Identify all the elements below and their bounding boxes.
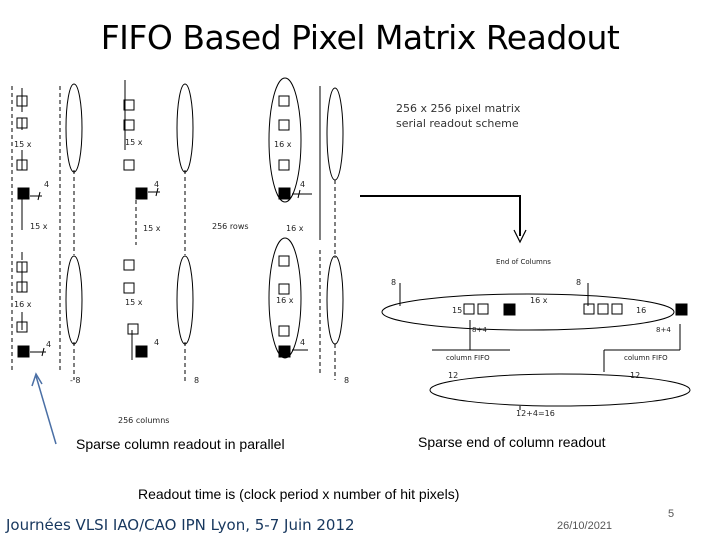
label-8-b: 8: [194, 376, 200, 385]
blue-pointer-arrow: [31, 372, 57, 445]
label-256-columns: 256 columns: [118, 416, 170, 425]
footer-date: 26/10/2021: [557, 520, 613, 532]
eoc-label-84-left: 8+4: [472, 326, 487, 334]
label-15x-e: 15 x: [125, 298, 143, 307]
column-fifo-right: column FIFO: [624, 354, 668, 362]
bus-label-12-left: 12: [448, 371, 459, 380]
scheme-title-line1: 256 x 256 pixel matrix: [396, 102, 521, 115]
bus-total-label: 12+4=16: [516, 409, 555, 418]
pixel-column-4: [268, 77, 321, 375]
label-16x-c: 16 x: [14, 300, 32, 309]
pixel-column-5: [326, 87, 344, 380]
label-4-a: 4: [44, 180, 50, 189]
pixel-column-1: [11, 86, 61, 372]
end-of-columns-label: End of Columns: [496, 258, 551, 266]
flow-arrow: [360, 195, 527, 244]
eoc-label-8-right: 8: [576, 278, 582, 287]
bus-label-12-right: 12: [630, 371, 641, 380]
eoc-label-15: 15: [452, 306, 463, 315]
eoc-label-16: 16: [636, 306, 647, 315]
caption-parallel-readout: Sparse column readout in parallel: [76, 436, 285, 452]
label-4-f: 4: [300, 338, 306, 347]
label-4-e: 4: [154, 338, 160, 347]
label-15x-d: 15 x: [143, 224, 161, 233]
footer-conference: Journées VLSI IAO/CAO IPN Lyon, 5-7 Juin…: [6, 516, 355, 534]
eoc-label-8-left: 8: [391, 278, 397, 287]
label-4-b: 4: [154, 180, 160, 189]
label-16x-d: 16 x: [276, 296, 294, 305]
eoc-label-16x: 16 x: [530, 296, 548, 305]
column-fifo-left: column FIFO: [446, 354, 490, 362]
label-4-d: 4: [46, 340, 52, 349]
label-4-c: 4: [300, 180, 306, 189]
label-16x-a: 16 x: [274, 140, 292, 149]
page-number: 5: [668, 508, 675, 520]
caption-end-of-column-readout: Sparse end of column readout: [418, 434, 606, 450]
slide-title: FIFO Based Pixel Matrix Readout: [100, 18, 620, 57]
label-15x-c: 15 x: [30, 222, 48, 231]
scheme-title-line2: serial readout scheme: [396, 117, 519, 130]
end-of-column-block: [381, 283, 691, 410]
pixel-column-3: [176, 83, 194, 384]
pixel-column-2: [65, 80, 160, 380]
readout-time-statement: Readout time is (clock period x number o…: [138, 486, 460, 502]
label-8-c: 8: [344, 376, 350, 385]
label-15x-b: 15 x: [125, 138, 143, 147]
label-15x-a: 15 x: [14, 140, 32, 149]
label-256-rows: 256 rows: [212, 222, 249, 231]
label-16x-b: 16 x: [286, 224, 304, 233]
label-8-a: - 8: [70, 376, 81, 385]
eoc-label-84-right: 8+4: [656, 326, 671, 334]
